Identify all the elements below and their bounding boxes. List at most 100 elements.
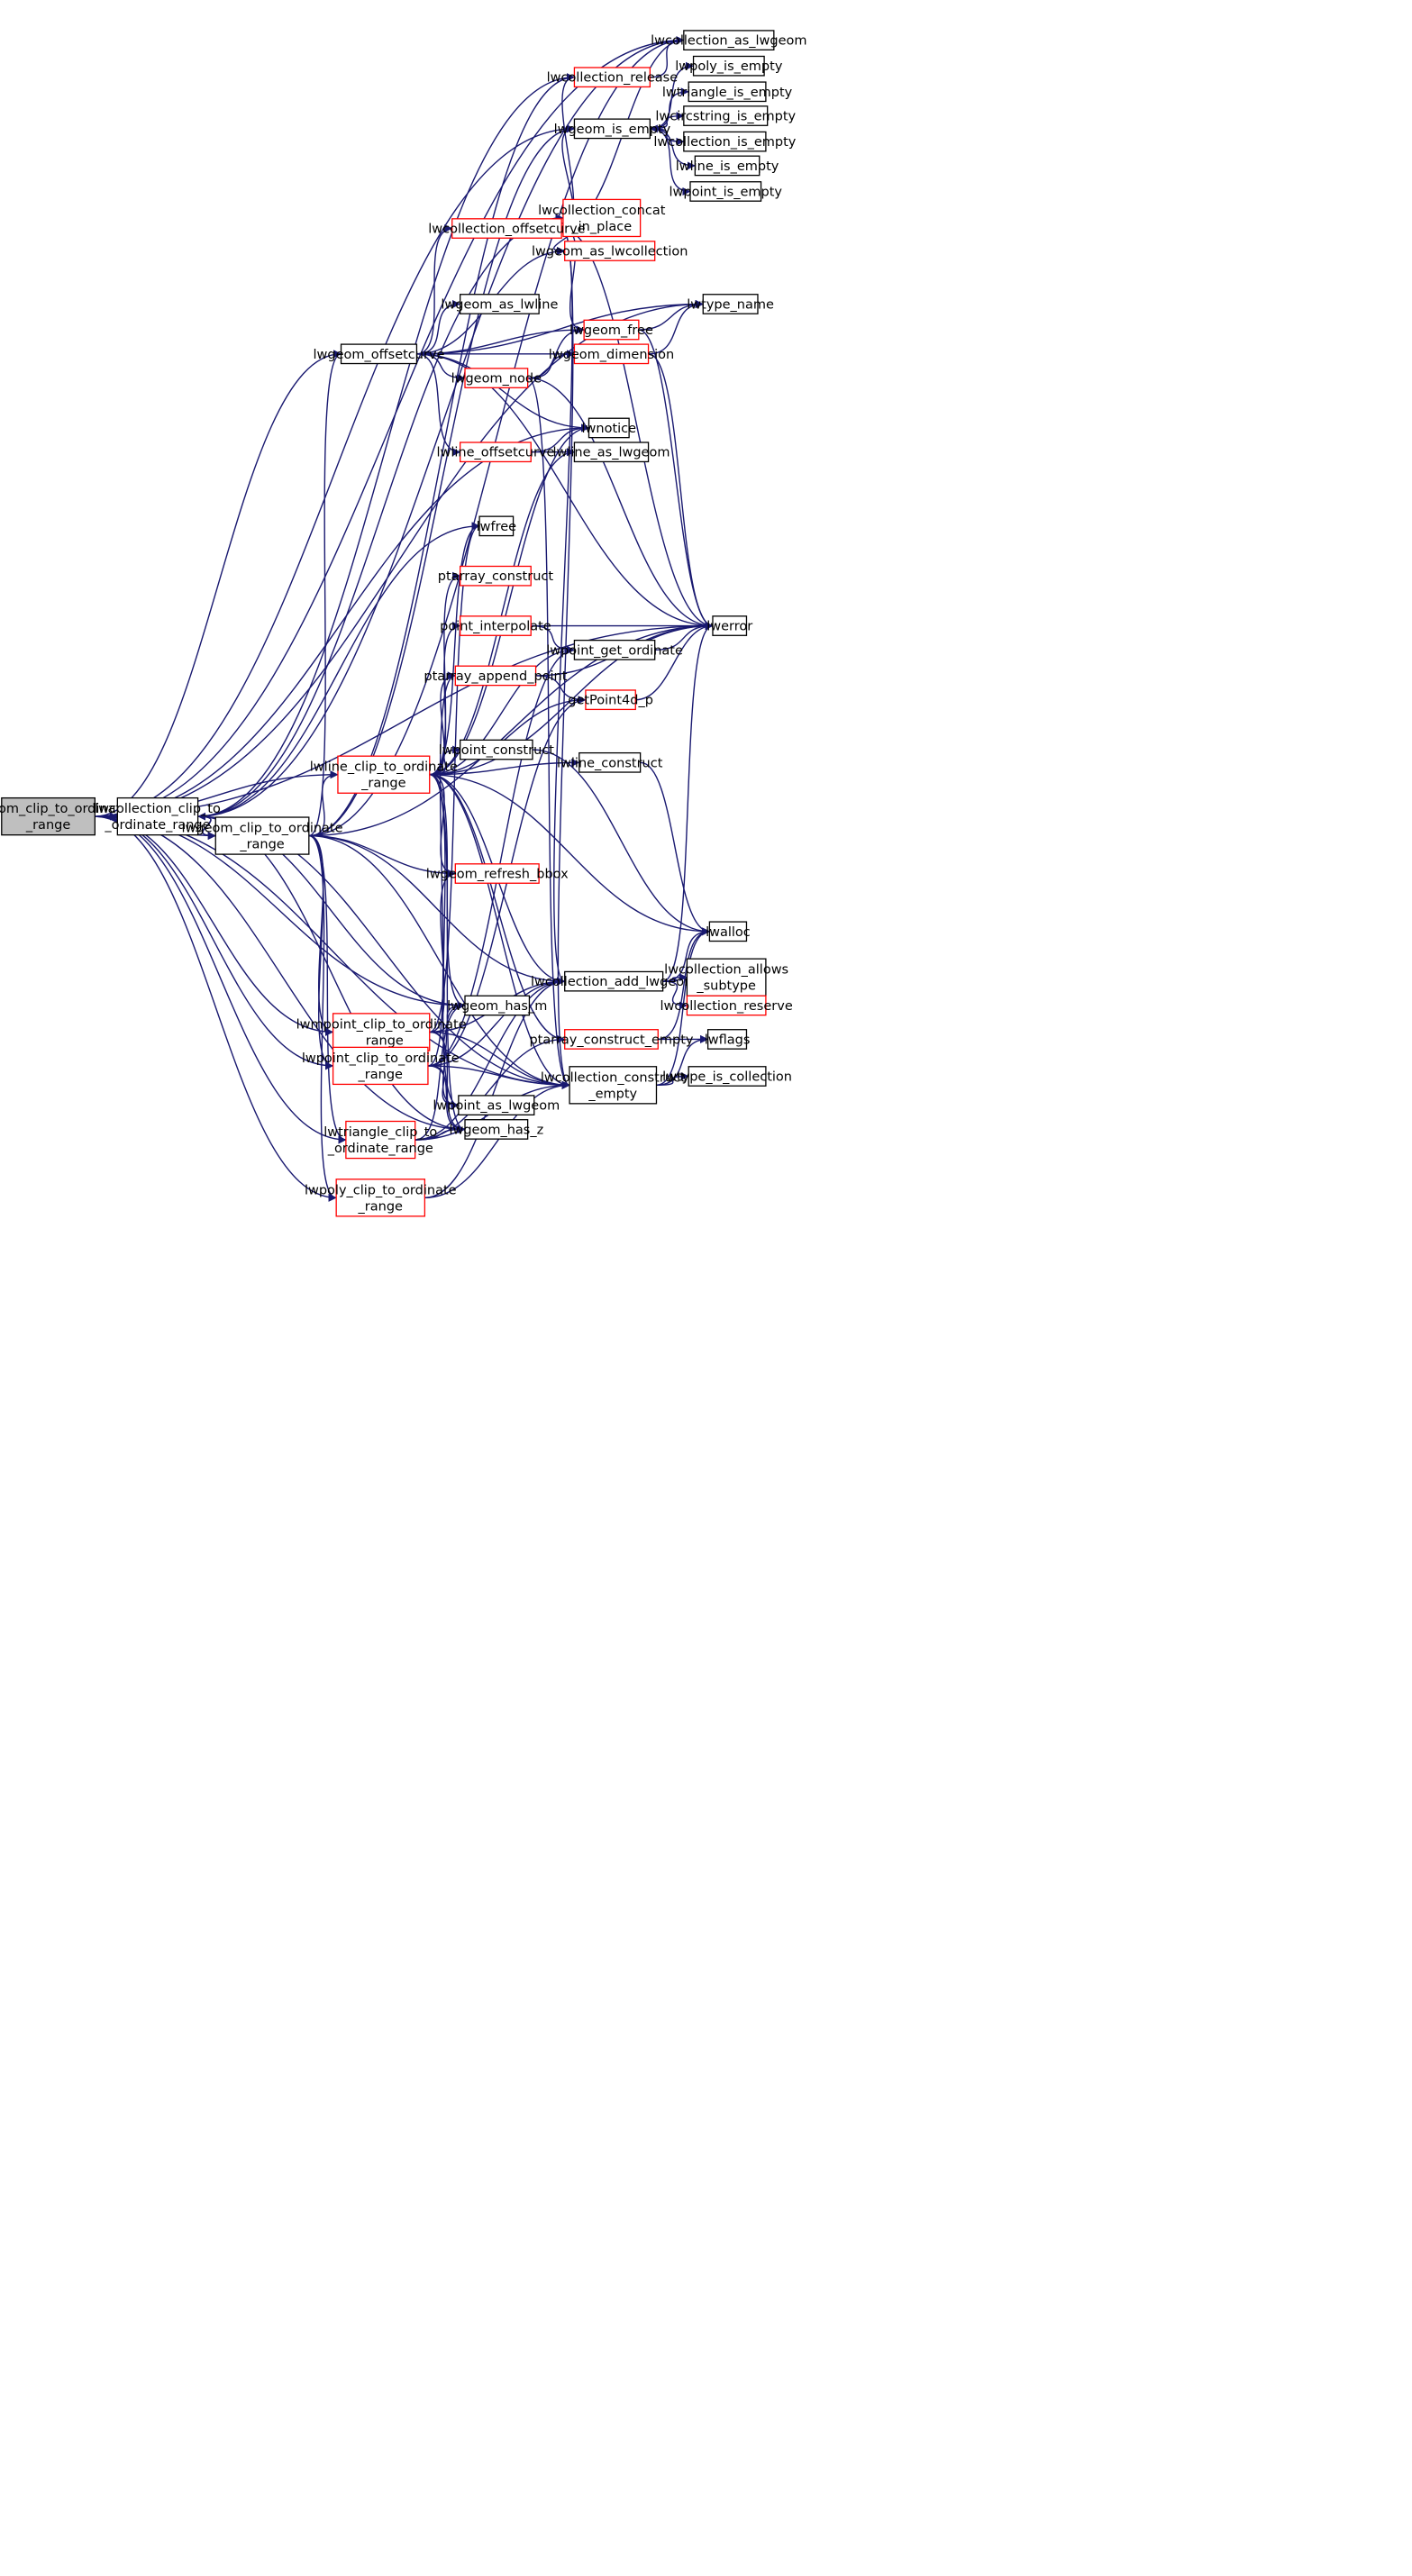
- edge-lwcollection_construct_empty-to-lwflags: [656, 1034, 709, 1087]
- node-lwcollection-offsetcurve[interactable]: lwcollection_offsetcurve: [428, 218, 586, 239]
- node-getPoint4d-p[interactable]: getPoint4d_p: [568, 689, 653, 711]
- edge-lwgeom_clip-to-lwgeom_offsetcurve: [308, 350, 342, 837]
- node-lwcollection-construct-empty[interactable]: lwcollection_construct_empty: [541, 1066, 686, 1105]
- node-point-interpolate[interactable]: point_interpolate: [440, 615, 551, 636]
- node-lwgeom-is-empty[interactable]: lwgeom_is_empty: [554, 118, 671, 140]
- node-lwgeom-as-lwline[interactable]: lwgeom_as_lwline: [441, 294, 558, 314]
- node-lwcollection-clip[interactable]: lwcollection_clip_to_ordinate_range: [95, 796, 221, 836]
- node-label-line: getPoint4d_p: [568, 694, 653, 708]
- node-lwpoint-as-lwgeom[interactable]: lwpoint_as_lwgeom: [433, 1095, 560, 1116]
- node-label-line: _range: [25, 818, 70, 833]
- edge-lwpoly_clip-to-lwcollection_construct_empty: [424, 1080, 570, 1198]
- node-lwtriangle-clip[interactable]: lwtriangle_clip_to_ordinate_range: [323, 1120, 437, 1160]
- node-lwtype-name[interactable]: lwtype_name: [687, 294, 774, 314]
- node-label-line: _range: [358, 1199, 403, 1214]
- node-label-line: lwgeom_node: [451, 372, 542, 387]
- node-lwcollection-release[interactable]: lwcollection_release: [547, 67, 679, 88]
- edge-lwmpoint_clip-to-lwfree: [429, 522, 480, 1033]
- node-lwpoint-construct[interactable]: lwpoint_construct: [439, 739, 555, 760]
- node-label-line: lwcollection_release: [547, 71, 679, 86]
- node-box: [460, 294, 540, 314]
- node-ptarray-construct[interactable]: ptarray_construct: [438, 565, 554, 587]
- edge-lwcollection_offsetcurve-to-lwcollection_construct_empty: [557, 227, 574, 1089]
- node-lwpoint-get-ordinate[interactable]: lwpoint_get_ordinate: [546, 639, 683, 660]
- node-lwpoly-is-empty[interactable]: lwpoly_is_empty: [675, 55, 783, 77]
- node-label-line: lwline_construct: [557, 756, 663, 770]
- node-lwtriangle-is-empty[interactable]: lwtriangle_is_empty: [662, 81, 793, 103]
- edge-lwgeom_clip-to-lwcollection_clip: [197, 812, 216, 837]
- node-lwnotice[interactable]: lwnotice: [582, 417, 637, 439]
- node-lwcollection-allows-subtype[interactable]: lwcollection_allows_subtype: [664, 958, 788, 997]
- node-label-line: lwcircstring_is_empty: [655, 110, 796, 124]
- node-box: [585, 689, 636, 711]
- node-box: [569, 1066, 658, 1105]
- node-lwpoint-clip[interactable]: lwpoint_clip_to_ordinate_range: [302, 1046, 460, 1086]
- node-label-line: _range: [358, 1033, 403, 1048]
- edge-lwline_clip-to-lwpoint_get_ordinate: [429, 645, 575, 776]
- edge-root-to-lwtype_name: [95, 299, 704, 817]
- node-label-line: _ordinate_range: [327, 1142, 433, 1156]
- node-lwcollection-reserve[interactable]: lwcollection_reserve: [660, 995, 793, 1016]
- node-lwflags[interactable]: lwflags: [705, 1029, 751, 1050]
- node-lwgeom-refresh-bbox[interactable]: lwgeom_refresh_bbox: [426, 863, 569, 884]
- node-label-line: lwpoint_is_empty: [670, 185, 783, 199]
- node-lwcollection-as-lwgeom[interactable]: lwcollection_as_lwgeom: [651, 30, 807, 51]
- node-box: [340, 343, 418, 365]
- node-lwfree[interactable]: lwfree: [477, 515, 517, 537]
- node-label-line: lwflags: [705, 1033, 751, 1047]
- node-lwcollection-add-lwgeom[interactable]: lwcollection_add_lwgeom: [531, 970, 697, 992]
- node-lwline-clip[interactable]: lwline_clip_to_ordinate_range: [310, 755, 458, 794]
- node-label-line: lwcollection_as_lwgeom: [651, 34, 806, 49]
- node-root[interactable]: lwgeom_clip_to_ordinate_range: [0, 796, 129, 836]
- node-label-line: lwcollection_reserve: [660, 999, 793, 1014]
- node-box: [345, 1120, 416, 1160]
- node-label-line: lwnotice: [582, 422, 637, 436]
- edge-ptarray_append_point-to-getPoint4d_p: [535, 675, 587, 705]
- node-lwline-construct[interactable]: lwline_construct: [557, 751, 663, 773]
- node-lwgeom-as-lwcollection[interactable]: lwgeom_as_lwcollection: [532, 241, 688, 261]
- node-box: [564, 970, 664, 992]
- node-label-line: lwcollection_offsetcurve: [428, 223, 585, 237]
- node-box: [712, 615, 748, 636]
- node-box: [573, 67, 651, 88]
- node-lwpoint-is-empty[interactable]: lwpoint_is_empty: [670, 181, 783, 202]
- node-label-line: lwcollection_concat: [538, 204, 666, 218]
- node-lwpoly-clip[interactable]: lwpoly_clip_to_ordinate_range: [305, 1179, 457, 1217]
- node-lwmpoint-clip[interactable]: lwmpoint_clip_to_ordinate_range: [296, 1013, 467, 1051]
- node-lwcollection-is-empty[interactable]: lwcollection_is_empty: [653, 131, 797, 152]
- node-lwline-as-lwgeom[interactable]: lwline_as_lwgeom: [552, 441, 670, 463]
- edge-lwgeom_offsetcurve-to-lwgeom_as_lwline: [416, 299, 461, 355]
- edge-lwgeom_node-to-lwgeom_dimension: [527, 350, 575, 379]
- node-label-line: lwalloc: [706, 925, 751, 940]
- node-lwerror[interactable]: lwerror: [706, 615, 752, 636]
- node-lwgeom-has-m[interactable]: lwgeom_has_m: [447, 995, 547, 1016]
- node-label-line: _range: [358, 1068, 403, 1082]
- edge-lwgeom_dimension-to-lwerror: [648, 353, 714, 630]
- node-lwline-is-empty[interactable]: lwline_is_empty: [676, 155, 779, 177]
- node-label-line: _range: [360, 777, 405, 791]
- edge-lwline_construct-to-lwalloc: [640, 761, 710, 936]
- node-lwtype-is-collection[interactable]: lwtype_is_collection: [662, 1066, 792, 1087]
- edge-lwline_offsetcurve-to-lwnotice: [531, 423, 589, 453]
- node-lwgeom-free[interactable]: lwgeom_free: [569, 319, 653, 341]
- node-label-line: _in_place: [570, 220, 632, 234]
- node-lwgeom-has-z[interactable]: lwgeom_has_z: [449, 1119, 543, 1140]
- node-lwline-offsetcurve[interactable]: lwline_offsetcurve: [436, 441, 554, 463]
- node-label-line: lwline_as_lwgeom: [552, 446, 670, 460]
- node-lwcircstring-is-empty[interactable]: lwcircstring_is_empty: [655, 105, 797, 126]
- node-lwcollection-concat[interactable]: lwcollection_concat _in_place: [538, 198, 666, 238]
- node-box: [578, 751, 642, 773]
- node-lwalloc[interactable]: lwalloc: [706, 921, 751, 942]
- node-label-line: lwcollection_clip_to: [95, 802, 221, 816]
- edge-lwgeom_clip-to-lwtriangle_clip: [308, 834, 347, 1144]
- node-lwgeom-dimension[interactable]: lwgeom_dimension: [549, 343, 674, 365]
- node-lwgeom-clip[interactable]: lwgeom_clip_to_ordinate_range: [182, 816, 343, 855]
- edge-lwgeom_is_empty-to-lwcircstring_is_empty: [650, 112, 685, 130]
- node-box: [564, 241, 656, 261]
- node-lwgeom-offsetcurve[interactable]: lwgeom_offsetcurve: [314, 343, 445, 365]
- node-label-line: lwgeom_has_m: [447, 999, 547, 1014]
- node-lwgeom-node[interactable]: lwgeom_node: [451, 368, 542, 388]
- node-ptarray-construct-empty[interactable]: ptarray_construct_empty: [529, 1029, 694, 1050]
- node-ptarray-append-point[interactable]: ptarray_append_point: [424, 665, 568, 687]
- edge-lwgeom_is_empty-to-lwpoint_is_empty: [650, 128, 691, 196]
